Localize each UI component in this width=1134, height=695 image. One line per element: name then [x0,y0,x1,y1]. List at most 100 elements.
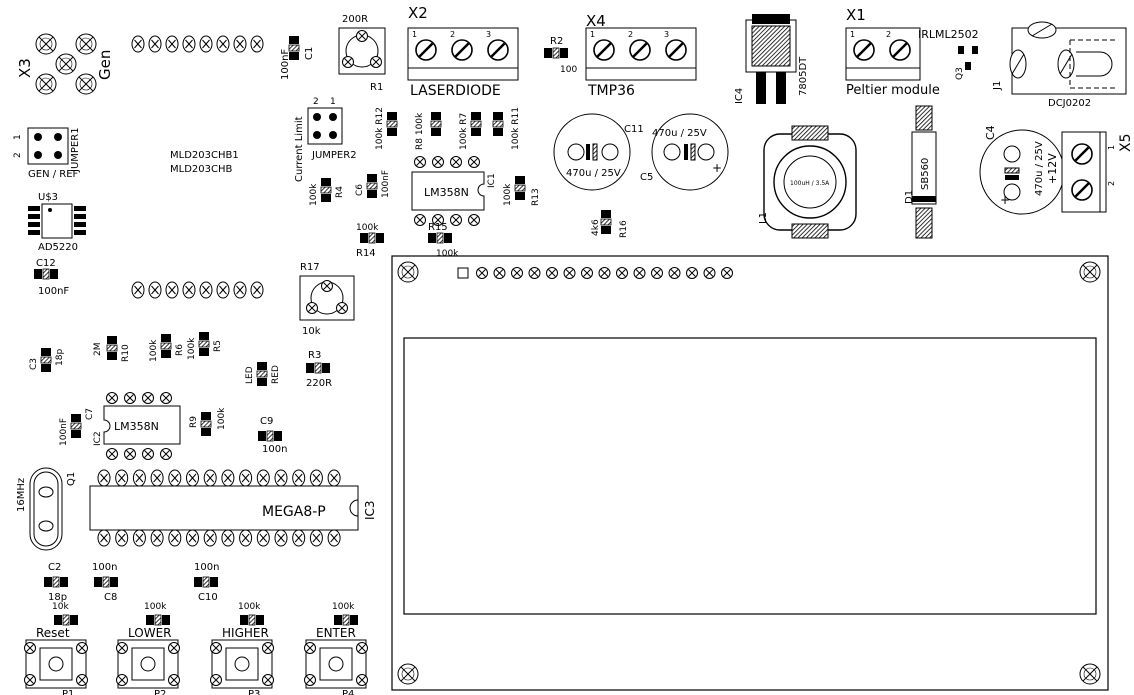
x1-label: X1 [846,6,866,24]
c6-value: 100nF [381,170,391,198]
mld-header-bottom [131,281,264,299]
button-plunger [140,656,156,672]
r3-name: R3 [308,350,321,361]
c5-value: 470u / 25V [652,128,707,139]
r4-resistor: 100k R4 [309,177,345,206]
c12-name: C12 [36,258,56,269]
c3-value: 18p [55,349,65,366]
ic3-mega8: MEGA8-P IC3 [89,469,377,547]
lcd-pin [633,267,646,279]
mega-pin [97,469,111,487]
mega-pin [274,469,288,487]
mega-pin [115,529,129,547]
button-designator: P3 [248,689,260,695]
d1-label: D1 [904,190,915,204]
ic1-lm358: LM358N IC1 [411,156,497,226]
mega-pin [203,469,217,487]
r7-label: 100k R7 [459,113,469,150]
button-pad [356,674,368,686]
mega-pin [221,469,235,487]
lcd-pin [721,267,733,279]
ic4-label: IC4 [734,88,745,104]
lcd-pin [598,267,611,279]
r3-resistor: R3 220R [305,350,332,389]
r13-name: R13 [531,188,541,206]
x2-pin1: 1 [412,30,417,39]
c1-capacitor: 100nF C1 [280,35,315,80]
r14-value: 100k [356,223,379,233]
button-resistor [333,614,359,626]
r4-name: R4 [335,186,345,198]
mld203chb-label: MLD203CHB [170,164,232,175]
r5-name: R5 [213,340,223,352]
r3-value: 220R [306,378,332,389]
r15-value: 100k [436,249,459,259]
mega-pin [256,529,270,547]
c8-name: C8 [104,592,117,603]
r10-name: R10 [121,344,131,362]
x4-terminal: X4 1 2 3 TMP36 [585,12,697,99]
c1-value: 100nF [280,49,291,80]
r16-value: 4k6 [591,219,601,236]
mega-pin [203,529,217,547]
mega-pin [132,469,146,487]
button-resistor-value: 100k [332,602,355,612]
mega-pin [327,529,341,547]
x5-pin2: 2 [1107,181,1116,186]
lcd-pin [668,267,681,279]
r6-name: R6 [175,344,185,356]
lcd-pin [493,267,506,279]
mega-pin [256,469,270,487]
r8-label: R8 100k [415,112,425,150]
c12-value: 100nF [38,286,69,297]
r16-name: R16 [619,220,629,238]
r11-label: 100k R11 [511,107,521,150]
tmp36-label: TMP36 [587,83,635,99]
mega-pin [115,469,129,487]
button-designator: P2 [154,689,166,695]
mega-pin [239,529,253,547]
x2-label: X2 [408,4,428,22]
d1-diode: SB560 D1 [904,105,937,239]
x3-label: X3 [16,58,34,78]
plus12v-label: +12V [1046,153,1059,184]
r9-resistor: R9 100k [189,407,227,437]
button-pad [210,642,222,654]
jumper2-label: JUMPER2 [311,150,357,161]
button-plunger [48,656,64,672]
crystal-label: 16MHz [16,478,27,512]
c11-label: C11 [624,124,644,135]
x2-pin3: 3 [486,30,491,39]
mega-pin [186,529,199,547]
lcd-pin [686,267,698,279]
button-pad [116,642,128,654]
x4-label: X4 [586,12,606,30]
c2-capacitor: C2 18p [43,562,69,603]
c6-name: C6 [355,184,365,196]
c5-plus: + [712,161,722,175]
button-plunger [234,656,250,672]
inductor-value: 100uH / 3.5A [790,180,830,187]
button-plunger [328,656,344,672]
c11-value: 470u / 25V [566,168,621,179]
j1-dc-jack: J1 DCJ0202 [992,21,1127,109]
mega-pin [150,469,164,487]
ic2-chip-label: LM358N [114,420,159,433]
lcd-pin [476,267,488,279]
lcd-pin [528,267,541,279]
r1-name: R1 [370,82,383,93]
mega-pin [309,529,323,547]
c9-value: 100n [262,444,287,455]
gen-ref-label: GEN / REF [28,169,79,180]
c5-label: C5 [640,172,653,183]
r2-value: 100 [560,65,577,75]
button-pad [116,674,128,686]
mega-pin [186,469,199,487]
mega-pin [292,529,306,547]
mld-header-top [131,35,264,53]
jumper2: 2 1 Current Limit JUMPER2 [294,97,357,182]
c9-capacitor: C9 100n [257,416,287,455]
mega-pin [309,469,323,487]
